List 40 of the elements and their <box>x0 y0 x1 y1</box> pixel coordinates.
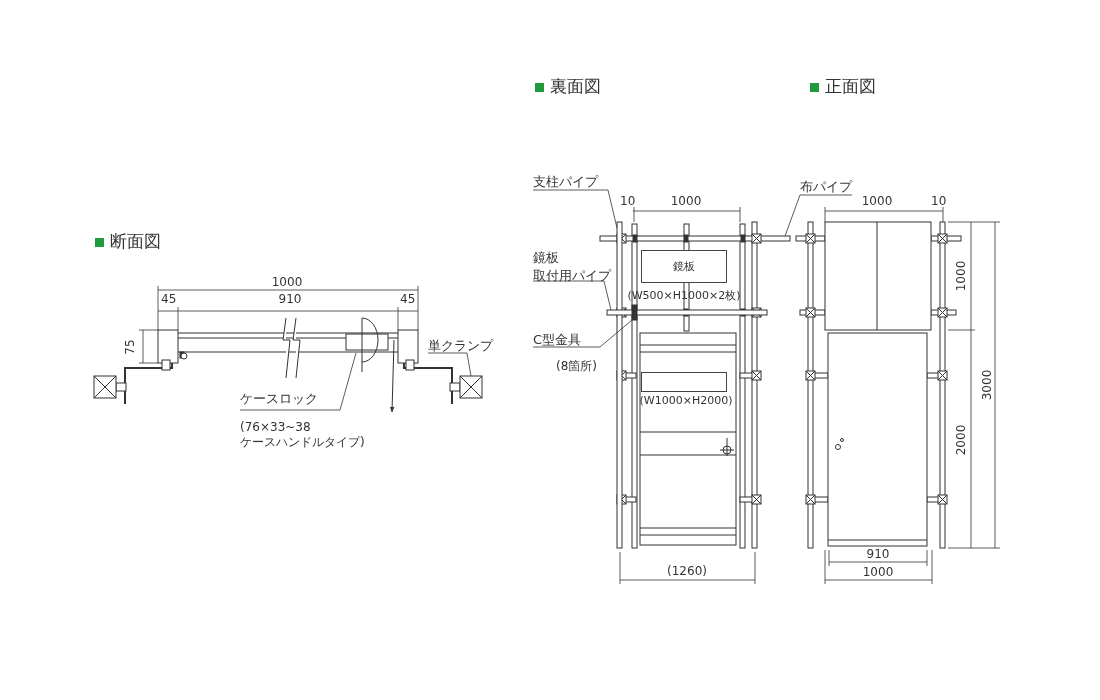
dimension-value: 910 <box>278 293 302 307</box>
dimension-value: 10 <box>931 195 947 209</box>
dimension-value: 75 <box>124 339 138 355</box>
size-note: (W1000×H2000) <box>639 394 733 407</box>
label-plate: 鏡板 <box>641 250 727 283</box>
leader-line <box>532 280 612 311</box>
view-heading: 断面図 <box>110 232 161 252</box>
label-plate <box>641 372 727 392</box>
support-pipe <box>616 221 623 549</box>
leader-line <box>532 319 633 348</box>
dimension-value: 910 <box>866 548 890 562</box>
clamp-drawing <box>459 375 483 399</box>
dimension-value: 10 <box>620 195 636 209</box>
dimension-value: 45 <box>400 293 416 307</box>
view-heading: 正面図 <box>825 77 876 97</box>
callout-label: 鏡板取付用パイプ <box>533 249 613 285</box>
dimension-value: 1000 <box>271 276 303 290</box>
dimension-value: 1000 <box>955 260 969 292</box>
dimension-value: (1260) <box>667 565 707 579</box>
dimension-value: 1000 <box>861 195 893 209</box>
callout-label: 単クランプ <box>428 337 493 355</box>
leader-line <box>532 189 618 229</box>
dimension-value: 2000 <box>955 424 969 456</box>
dimension-value: 1000 <box>862 566 894 580</box>
dimension-value: 3000 <box>981 369 995 401</box>
callout-label: 支柱パイプ <box>533 173 598 191</box>
callout-label: C型金具 <box>533 331 583 349</box>
dimension-value: 45 <box>161 293 177 307</box>
callout-label: 布パイプ <box>800 178 852 196</box>
leader-line <box>427 352 472 377</box>
bracket-fitting <box>631 304 638 321</box>
dimension-value: 1000 <box>670 195 702 209</box>
size-note: (W500×H1000×2枚) <box>627 288 741 303</box>
leader-line <box>784 194 853 237</box>
leader-line <box>239 352 357 411</box>
callout-label: ケースロック <box>240 390 319 408</box>
callout-note: (76×33~38 ケースハンドルタイプ) <box>240 420 366 451</box>
view-heading: 裏面図 <box>550 77 601 97</box>
panel-mounting-pipe <box>606 309 768 316</box>
callout-note: (8箇所) <box>556 358 597 375</box>
